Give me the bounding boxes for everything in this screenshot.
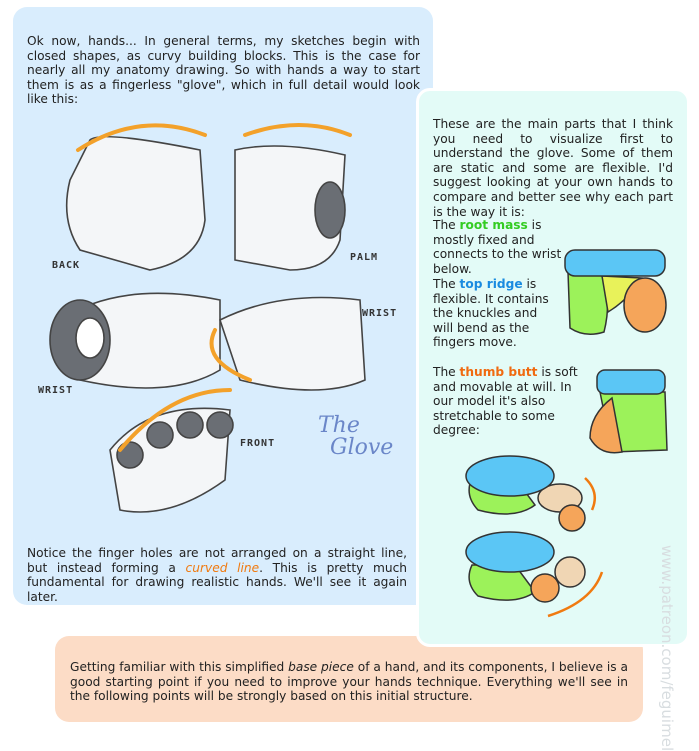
intro-text: Ok now, hands... In general terms, my sk… — [27, 34, 420, 107]
top-ridge-text: The top ridge is flexible. It contains t… — [433, 277, 549, 350]
root-mass-text: The root mass is mostly fixed and connec… — [433, 218, 562, 276]
parts-diagrams — [465, 249, 668, 618]
bottom-panel — [55, 636, 643, 722]
flex-diagram-1 — [465, 455, 586, 532]
curved-line-highlight: curved line — [185, 560, 260, 575]
label-back: BACK — [52, 260, 81, 271]
summary-text: Getting familiar with this simplified ba… — [70, 660, 628, 704]
label-wrist-left: WRIST — [38, 385, 74, 396]
glove-sketches — [49, 123, 366, 513]
root-ridge-thumb-diagram — [564, 249, 667, 335]
glove-title-2: Glove — [330, 435, 394, 460]
thumb-stretch-diagram — [589, 369, 668, 454]
parts-intro: These are the main parts that I think yo… — [433, 117, 673, 219]
watermark: www.patreon.com/feguimel — [658, 545, 676, 751]
glove-title-1: The — [318, 413, 360, 438]
label-palm: PALM — [350, 252, 379, 263]
note-text: Notice the finger holes are not arranged… — [27, 546, 407, 604]
base-piece-term: base piece — [288, 660, 354, 674]
thumb-butt-text: The thumb butt is soft and movable at wi… — [433, 365, 578, 438]
label-front: FRONT — [240, 438, 276, 449]
flex-diagram-2 — [465, 531, 586, 603]
label-wrist-right: WRIST — [362, 308, 398, 319]
